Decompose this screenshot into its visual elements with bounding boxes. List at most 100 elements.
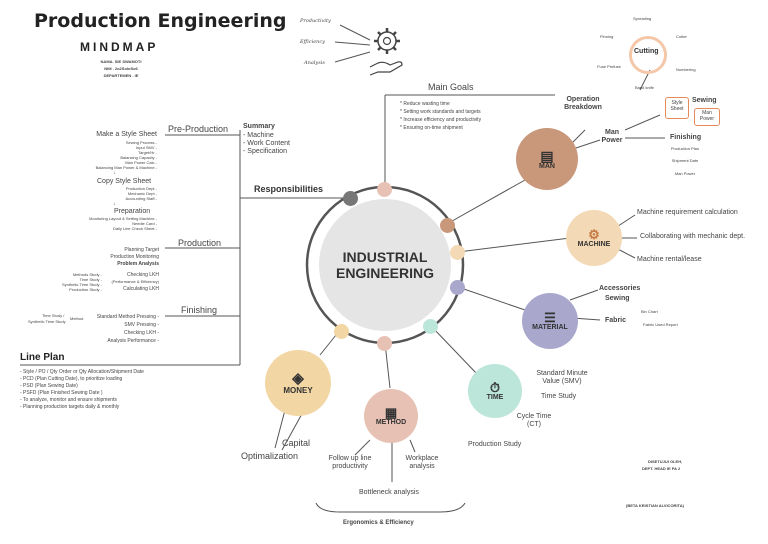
summary-title: Summary — [243, 123, 275, 130]
responsibilities-title: Responsibilities — [254, 184, 324, 194]
ring-dot-method — [377, 336, 392, 351]
cutting-numbering: Numbering — [676, 67, 696, 72]
machine-node: ⚙ MACHINE — [566, 210, 622, 266]
finishing-item-4: Analysis Performance - — [107, 338, 159, 344]
man-power: Man Power — [601, 129, 623, 144]
finishing-title: Finishing — [181, 305, 218, 315]
main-goal-1: * Reduce wasting time — [400, 101, 450, 107]
prep-item-3: Daily Line Check Sheet - — [112, 226, 157, 231]
copy-item-2: Mechanic Dept - — [127, 191, 157, 196]
pre-production-title: Pre-Production — [168, 124, 229, 134]
method-item-bottleneck: Bottleneck analysis — [359, 489, 419, 496]
goal-productivity: Productivity — [300, 18, 331, 24]
author-line-3: DEPARTEMEN . IE — [103, 73, 139, 78]
signature-line-1: DISETUJUI OLEH, — [648, 459, 683, 464]
finishing-method-note: Method — [70, 316, 84, 321]
ring-dot-time — [423, 319, 438, 334]
goal-analysis: Analysis — [304, 60, 325, 66]
copy-style-sheet: Copy Style Sheet — [97, 178, 152, 185]
make-item-4: Balancing Capacity - — [120, 155, 157, 160]
copy-item-3: Accounting Staff - — [125, 196, 158, 201]
stopwatch-icon: ⏱ — [489, 380, 501, 395]
method-icon: ▦ — [384, 405, 398, 420]
method-node: ▦ METHOD — [364, 389, 418, 443]
material-label: MATERIAL — [532, 324, 568, 331]
make-item-1: Sewing Process - — [125, 140, 157, 145]
main-goals-title: Main Goals — [428, 82, 474, 92]
arrow-down-icon-2: ↓ — [113, 201, 116, 207]
money-icon: ◈ — [292, 370, 304, 387]
time-item-cycle-time: Cycle Time (CT) — [516, 413, 552, 428]
finishing-item-1: Standard Method Pressing - — [96, 314, 159, 320]
finishing-man-title: Finishing — [670, 134, 702, 141]
cutting-fuse-prefuse: Fuse Prefuse — [597, 64, 621, 69]
preparation: Preparation — [114, 208, 151, 215]
method-label: METHOD — [375, 419, 407, 426]
ring-dot-top — [377, 182, 392, 197]
checking-lkh: Checking LKH — [127, 272, 159, 278]
money-node: ◈ MONEY — [265, 350, 331, 416]
machine-label: MACHINE — [577, 241, 611, 248]
make-item-3: Target/Hr - — [138, 150, 157, 155]
man-node: ▤ MAN — [516, 128, 578, 190]
center-label: INDUSTRIAL ENGINEERING — [335, 249, 434, 281]
money-item-capital: Capital — [282, 438, 311, 448]
method-study-1: Methods Study - — [72, 272, 102, 277]
sewing-machine-icon: ▤ — [540, 147, 554, 164]
checking-note: (Performance & Efficiency) — [111, 279, 160, 284]
main-goal-2: * Setting work standards and targets — [400, 109, 481, 115]
author-line-1: NAMA. SIE SWAMOTI — [100, 59, 142, 64]
main-goal-4: * Ensuring on-time shipment — [400, 125, 463, 131]
line-plan-item-3: - PSD (Plan Sewing Date) — [20, 383, 78, 389]
summary-item-2: - Work Content — [243, 140, 290, 147]
production-item-1: Planning Target — [124, 247, 159, 253]
production-item-3: Problem Analysis — [117, 261, 159, 267]
make-style-sheet: Make a Style Sheet — [96, 131, 157, 138]
ring-dot-machine — [450, 245, 465, 260]
ring-dot-responsibilities — [343, 191, 358, 206]
production-item-2: Production Monitoring — [110, 254, 159, 260]
cutting-pinning: Pinning — [600, 34, 614, 39]
method-study-4: Production Study - — [69, 287, 102, 292]
line-plan-item-6: - Planning production targets daily & mo… — [20, 404, 120, 410]
money-label: MONEY — [283, 386, 313, 395]
finishing-man-item-2: Shipment Date — [671, 158, 699, 163]
make-item-2: Input SMV - — [135, 145, 157, 150]
money-item-optimalization: Optimalization — [241, 451, 299, 461]
calculating-lkh: Calculating LKH — [123, 286, 159, 292]
line-plan-item-2: - PCD (Plan Cutting Date), to prioritize… — [20, 376, 123, 382]
operation-breakdown: Operation Breakdown — [564, 96, 602, 111]
machine-item-1: Machine requirement calculation — [637, 209, 738, 216]
finishing-man-item-1: Production Plan — [670, 146, 700, 151]
cutting-cutter: Cutter — [676, 34, 687, 39]
man-label: MAN — [539, 162, 555, 170]
method-study-3: Synthetic Time Study - — [61, 282, 102, 287]
signature-line-2: DEPT. HEAD IE PA 2 — [642, 466, 681, 471]
line-plan-title: Line Plan — [20, 352, 65, 363]
time-item-production-study: Production Study — [468, 441, 522, 448]
page-title: Production Engineering — [34, 10, 287, 32]
time-item-time-study: Time Study — [541, 393, 577, 400]
machine-item-2: Collaborating with mechanic dept. — [640, 233, 746, 240]
finishing-item-3: Checking LKH - — [123, 330, 159, 336]
prep-item-1: Monitoring Layout & Setting Machine - — [89, 216, 157, 221]
method-item-workplace: Workplace analysis — [405, 455, 439, 470]
sewing-title: Sewing — [692, 97, 717, 104]
finishing-item-2: SMV Pressing - — [124, 322, 159, 328]
goal-efficiency: Efficiency — [300, 39, 325, 45]
material-accessories: Accessories — [599, 285, 641, 292]
finishing-note-1: Time Study / — [42, 313, 65, 318]
time-item-smv: Standard Minute Value (SMV) — [536, 370, 588, 385]
fabric-bin-chart: Bin Chart — [641, 309, 658, 314]
material-sewing: Sewing — [605, 295, 630, 302]
summary-item-3: - Specification — [243, 148, 287, 155]
time-label: TIME — [486, 394, 504, 401]
prep-item-2: Needle Card - — [132, 221, 157, 226]
material-fabric: Fabric — [605, 317, 627, 324]
copy-item-1: Production Dept - — [125, 186, 157, 191]
arrow-down-icon: ↓ — [113, 170, 116, 176]
author-line-2: NIM . 2o2SoloSo6 — [104, 66, 138, 71]
method-footer: Ergonomics & Efficiency — [343, 520, 414, 526]
fabric-used-report: Fabric Used Report — [643, 322, 678, 327]
center-node: INDUSTRIAL ENGINEERING — [319, 199, 451, 331]
